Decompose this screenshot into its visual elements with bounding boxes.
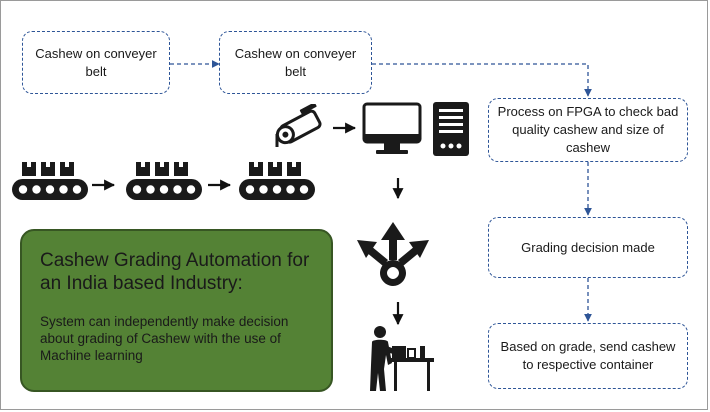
decision-arrows-icon xyxy=(357,222,429,286)
summary-callout: Cashew Grading Automation for an India b… xyxy=(20,229,333,392)
box-send-to-container: Based on grade, send cashew to respectiv… xyxy=(488,323,688,389)
monitor-icon xyxy=(362,102,422,154)
box-fpga-process: Process on FPGA to check bad quality cas… xyxy=(488,98,688,162)
box-grading-decision: Grading decision made xyxy=(488,217,688,278)
box-cashew-belt-one: Cashew on conveyer belt xyxy=(22,31,170,94)
camera-icon xyxy=(275,104,322,147)
conveyor-belt-icon xyxy=(12,162,88,200)
worker-icon xyxy=(370,326,434,391)
callout-title: Cashew Grading Automation for an India b… xyxy=(40,250,310,294)
conveyor-belt-icon xyxy=(239,162,315,200)
server-icon xyxy=(433,102,469,156)
box-cashew-belt-two: Cashew on conveyer belt xyxy=(219,31,372,94)
conveyor-belt-icon xyxy=(126,162,202,200)
callout-description: System can independently make decision a… xyxy=(40,314,289,363)
connector-belt2-to-fpga xyxy=(372,63,592,97)
